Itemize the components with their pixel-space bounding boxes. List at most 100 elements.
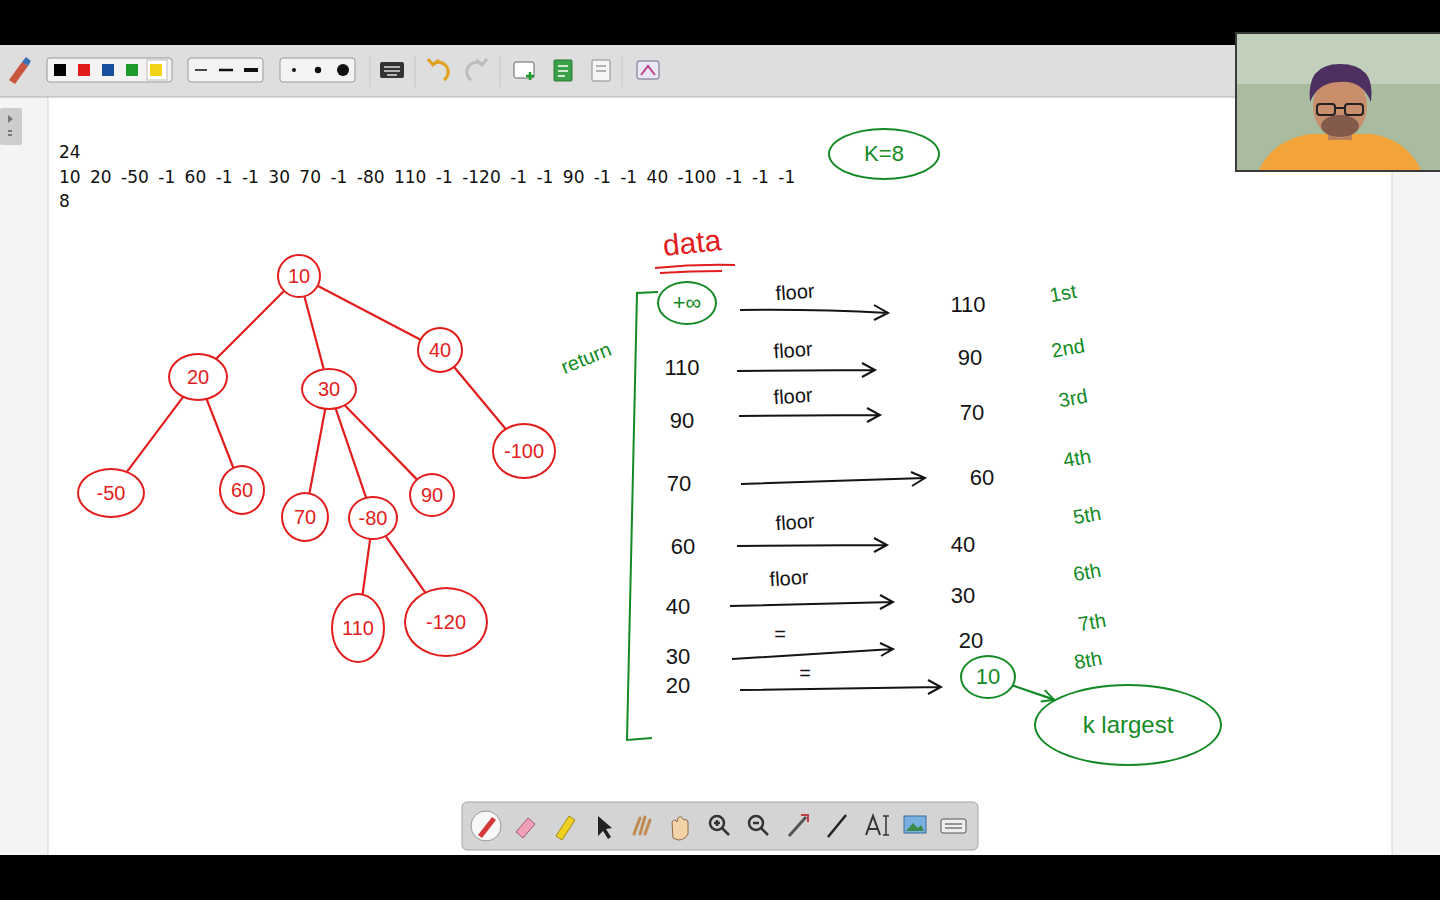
arrow-note: floor [775, 279, 815, 306]
floor-arrow [740, 680, 941, 694]
tree-node: 20 [168, 353, 228, 401]
floor-arrow [739, 408, 880, 422]
arrow-note: floor [773, 383, 813, 410]
tree-edge [310, 410, 326, 493]
tree-node: -120 [404, 587, 488, 657]
node-text: 30 [318, 377, 340, 401]
image-tool [906, 823, 924, 831]
toolbar-separator [370, 55, 371, 87]
arrow-note: = [799, 661, 811, 685]
color-swatch [126, 64, 138, 76]
eraser-tool [516, 818, 535, 838]
page-icon [596, 66, 606, 71]
pen-tool [478, 817, 496, 838]
person-glasses [1317, 104, 1335, 115]
rank-label: 3rd [1057, 384, 1090, 413]
rank-label: 7th [1076, 608, 1108, 636]
floor-arrow [737, 363, 875, 377]
value-number: 90 [958, 345, 982, 371]
screen-icon [641, 66, 655, 75]
rank-label: 8th [1072, 646, 1104, 674]
tree-node: 70 [281, 492, 329, 542]
hand-tool [672, 817, 688, 840]
text-tool [866, 816, 880, 835]
toolbar-band [0, 45, 1440, 97]
node-text: 90 [421, 483, 443, 507]
person-beard [1321, 115, 1359, 137]
color-swatch [78, 64, 90, 76]
tree-node: 90 [409, 473, 455, 517]
tree-node: -80 [348, 496, 397, 540]
image-tool [904, 816, 926, 833]
person-glasses [1345, 104, 1363, 115]
width-option [195, 69, 207, 71]
zoom-out-tool [753, 823, 768, 835]
pen-tool [471, 811, 501, 841]
tree-node: -50 [77, 468, 145, 518]
color-swatch [150, 64, 162, 76]
input-line: 8 [59, 191, 70, 211]
dot-option [292, 68, 296, 72]
color-swatch [54, 64, 66, 76]
tree-edge [386, 537, 425, 592]
tree-edge [363, 540, 370, 594]
pen-line-tool [801, 815, 808, 822]
color-swatch [102, 64, 114, 76]
start-value: +∞ [657, 281, 717, 325]
toolbar-separator [622, 55, 623, 87]
text-tool [883, 816, 889, 835]
highlighter-tool [556, 816, 575, 840]
toolbar-separator [415, 55, 416, 87]
tree-node: 110 [331, 593, 384, 663]
value-number: 40 [951, 532, 975, 558]
value-number: 110 [664, 355, 699, 381]
pen-icon [22, 57, 31, 66]
tree-edge [455, 368, 505, 429]
keyboard-tool [941, 819, 966, 833]
page-icon [592, 60, 610, 81]
rank-label: 5th [1071, 501, 1103, 529]
keyboard-tool [945, 824, 962, 828]
tree-edge [345, 406, 416, 479]
node-text: 20 [187, 365, 209, 389]
pointer-tool [598, 816, 612, 839]
floor-arrow [730, 595, 893, 609]
value-number: 70 [960, 400, 984, 426]
arrow-note: = [774, 622, 786, 646]
value-number: 60 [970, 465, 994, 491]
heading-note: data [661, 222, 723, 264]
node-text: 10 [976, 664, 1000, 690]
line-tool [828, 815, 846, 837]
value-number: 90 [670, 408, 694, 434]
tool-palette [462, 802, 978, 850]
node-text: +∞ [673, 290, 702, 316]
tree-node: 30 [301, 368, 357, 410]
canvas-page [48, 97, 1392, 855]
tree-edge [305, 297, 324, 368]
person-glasses [1335, 107, 1345, 109]
value-number: 110 [950, 292, 985, 318]
screen-icon [637, 61, 659, 79]
rank-label: 2nd [1049, 333, 1086, 362]
value-number: 40 [666, 594, 690, 620]
webcam-frame [1235, 32, 1440, 172]
rank-label: 6th [1071, 558, 1103, 586]
width-picker [188, 58, 263, 82]
redo-icon [476, 59, 487, 65]
tree-node: 40 [417, 327, 463, 373]
node-text: -120 [426, 610, 466, 634]
dot-option [315, 67, 321, 73]
laser-tool [634, 817, 650, 834]
pen-line-tool [789, 817, 806, 836]
value-number: 20 [666, 673, 690, 699]
page-icon [554, 60, 572, 81]
value-number: 60 [671, 534, 695, 560]
new-page-icon [526, 72, 534, 80]
keyboard-keys [384, 67, 400, 75]
toolbar-separator [500, 55, 501, 87]
value-number: 70 [667, 471, 691, 497]
node-text: 110 [342, 616, 374, 640]
floor-arrow [732, 643, 893, 659]
node-text: -100 [504, 439, 544, 463]
